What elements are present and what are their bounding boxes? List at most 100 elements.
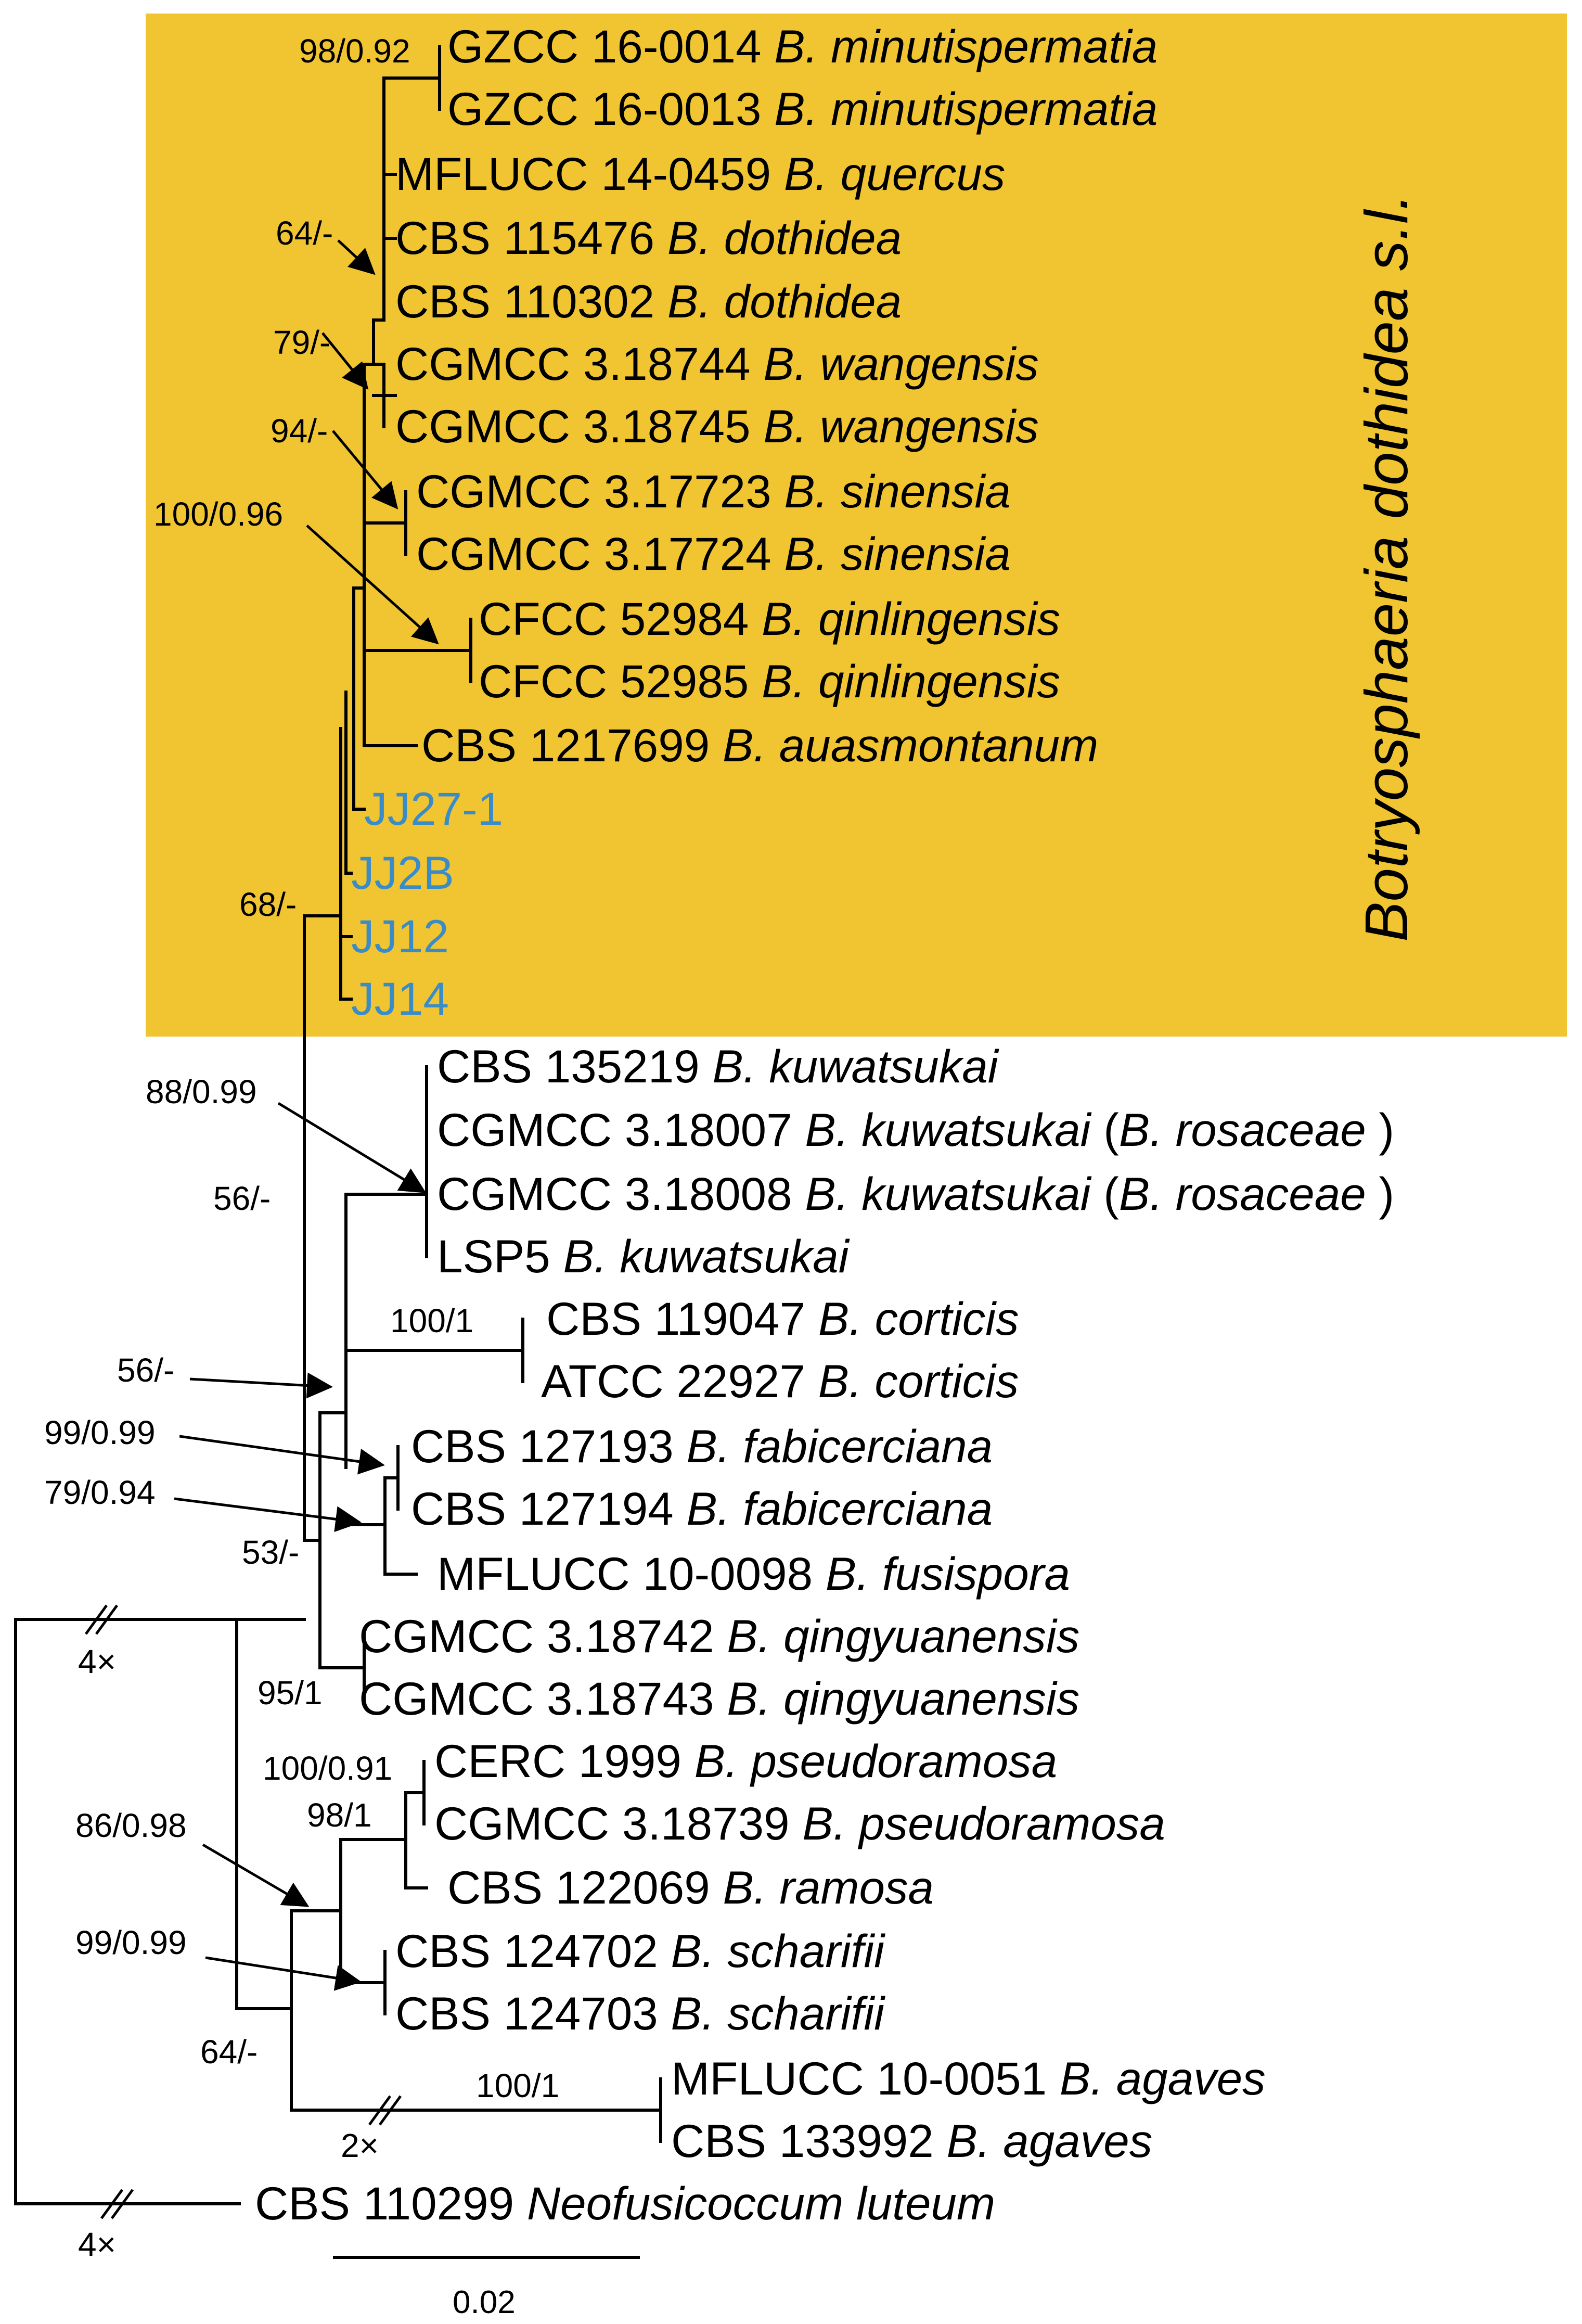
species-name: B. agaves [1060, 2052, 1266, 2104]
tip-label: GZCC 16-0014 B. minutispermatia [447, 20, 1157, 72]
support-value: 64/- [200, 2033, 258, 2071]
species-name: B. pseudoramosa [802, 1797, 1165, 1849]
strain-name: CBS 127194 [411, 1483, 686, 1535]
tip-label: CGMCC 3.18739 B. pseudoramosa [434, 1797, 1165, 1849]
support-value: 68/- [239, 886, 297, 923]
strain-name: CBS 110299 [255, 2177, 527, 2229]
strain-name: CBS 124702 [395, 1925, 671, 1977]
species-name: B. corticis [818, 1355, 1019, 1407]
species-name: B. qinlingensis [762, 655, 1060, 707]
support-value: 64/- [276, 214, 333, 252]
support-labels: 98/0.9264/-79/-94/-100/0.9668/-88/0.9956… [44, 32, 559, 2104]
species-name: B. quercus [784, 148, 1005, 200]
strain-name: CGMCC 3.17723 [416, 465, 784, 517]
strain-name: MFLUCC 10-0051 [671, 2052, 1060, 2104]
species-name: B. kuwatsukai [563, 1230, 850, 1282]
strain-name: CBS 127193 [411, 1420, 686, 1472]
strain-name: CBS 124703 [395, 1987, 671, 2039]
tip-label: JJ2B [351, 847, 454, 899]
tip-label: CBS 115476 B. dothidea [395, 212, 902, 264]
species-name: B. fabicerciana [686, 1420, 993, 1472]
tip-label: CBS 124703 B. scharifii [395, 1987, 885, 2039]
tip-label: CBS 110299 Neofusicoccum luteum [255, 2177, 995, 2229]
tip-label: CBS 124702 B. scharifii [395, 1925, 885, 1977]
tip-label: JJ14 [351, 973, 449, 1025]
support-value: 79/0.94 [44, 1474, 156, 1511]
species-name: B. kuwatsukai [805, 1168, 1091, 1220]
support-value: 99/0.99 [44, 1414, 156, 1451]
strain-name: JJ12 [351, 910, 449, 962]
support-value: 99/0.99 [75, 1924, 187, 1961]
tip-label: CFCC 52984 B. qinlingensis [479, 593, 1060, 645]
strain-name: CBS 119047 [546, 1293, 818, 1345]
tip-label: CGMCC 3.17724 B. sinensia [416, 528, 1011, 580]
strain-name: CBS 133992 [671, 2115, 946, 2167]
species-name: Neofusicoccum luteum [527, 2177, 995, 2229]
strain-name: CGMCC 3.18744 [395, 338, 763, 390]
strain-name: JJ27-1 [364, 783, 503, 835]
species-name: B. sinensia [784, 465, 1010, 517]
tip-label: JJ12 [351, 910, 449, 962]
species-name: B. fabicerciana [686, 1483, 993, 1535]
tip-label: CBS 135219 B. kuwatsukai [437, 1040, 999, 1092]
tip-label: CBS 122069 B. ramosa [447, 1861, 934, 1913]
species-name: B. dothidea [667, 275, 902, 327]
support-value: 100/1 [390, 1302, 473, 1339]
tip-label: JJ27-1 [364, 783, 503, 835]
support-value: 100/0.91 [263, 1750, 392, 1787]
support-value: 88/0.99 [146, 1073, 257, 1110]
strain-name: CGMCC 3.18742 [359, 1610, 727, 1662]
tip-label: CGMCC 3.18742 B. qingyuanensis [359, 1610, 1079, 1662]
strain-name: CGMCC 3.18743 [359, 1672, 727, 1725]
support-value: 98/0.92 [299, 32, 410, 70]
clade-label: Botryosphaeria dothidea s.l. [1353, 194, 1420, 942]
tree-branches [14, 45, 662, 2205]
species-name: B. minutispermatia [774, 20, 1157, 72]
species-name: B. kuwatsukai [712, 1040, 999, 1092]
support-value: 56/- [117, 1351, 174, 1389]
strain-name: CBS 135219 [437, 1040, 712, 1092]
branch-break-label: 4× [78, 2226, 116, 2263]
species-name: B. corticis [818, 1293, 1019, 1345]
tip-label: CGMCC 3.18008 B. kuwatsukai (B. rosaceae… [437, 1168, 1394, 1220]
strain-name: CGMCC 3.18739 [434, 1797, 802, 1849]
strain-name: CBS 110302 [395, 275, 667, 327]
tip-label: CBS 110302 B. dothidea [395, 275, 902, 327]
tip-label: CGMCC 3.18743 B. qingyuanensis [359, 1672, 1079, 1725]
strain-name: CBS 1217699 [421, 719, 723, 771]
strain-name: MFLUCC 10-0098 [437, 1548, 826, 1600]
species-name: B. scharifii [671, 1987, 885, 2039]
tip-label: CBS 127193 B. fabicerciana [411, 1420, 993, 1472]
support-value: 95/1 [258, 1674, 323, 1712]
break-labels: 4×2×4× [78, 1643, 379, 2263]
species-name: B. fusispora [826, 1548, 1070, 1600]
species-name: B. kuwatsukai [805, 1104, 1091, 1156]
support-value: 100/0.96 [153, 495, 283, 533]
species-name: B. qinlingensis [762, 593, 1060, 645]
strain-name: JJ2B [351, 847, 454, 899]
species-name: B. ramosa [723, 1861, 934, 1913]
tip-label: CBS 133992 B. agaves [671, 2115, 1152, 2167]
species-name: B. minutispermatia [774, 83, 1157, 135]
tip-label: GZCC 16-0013 B. minutispermatia [447, 83, 1157, 135]
strain-name: GZCC 16-0014 [447, 20, 774, 72]
species-name: B. qingyuanensis [727, 1672, 1079, 1725]
species-name: B. pseudoramosa [694, 1735, 1058, 1787]
strain-name: ATCC 22927 [541, 1355, 818, 1407]
strain-name: CGMCC 3.18008 [437, 1168, 805, 1220]
branch-break-marks [84, 1604, 402, 2219]
species-name: B. sinensia [784, 528, 1010, 580]
strain-name: CERC 1999 [434, 1735, 694, 1787]
strain-name: CGMCC 3.17724 [416, 528, 784, 580]
support-value: 86/0.98 [75, 1807, 187, 1844]
species-name: B. wangensis [763, 338, 1038, 390]
strain-name: CGMCC 3.18745 [395, 400, 763, 452]
species-name: B. wangensis [763, 400, 1038, 452]
tip-label: CGMCC 3.17723 B. sinensia [416, 465, 1011, 517]
tip-label: CGMCC 3.18744 B. wangensis [395, 338, 1039, 390]
strain-name: LSP5 [437, 1230, 563, 1282]
tip-label: MFLUCC 10-0098 B. fusispora [437, 1548, 1070, 1600]
strain-name: CFCC 52985 [479, 655, 762, 707]
